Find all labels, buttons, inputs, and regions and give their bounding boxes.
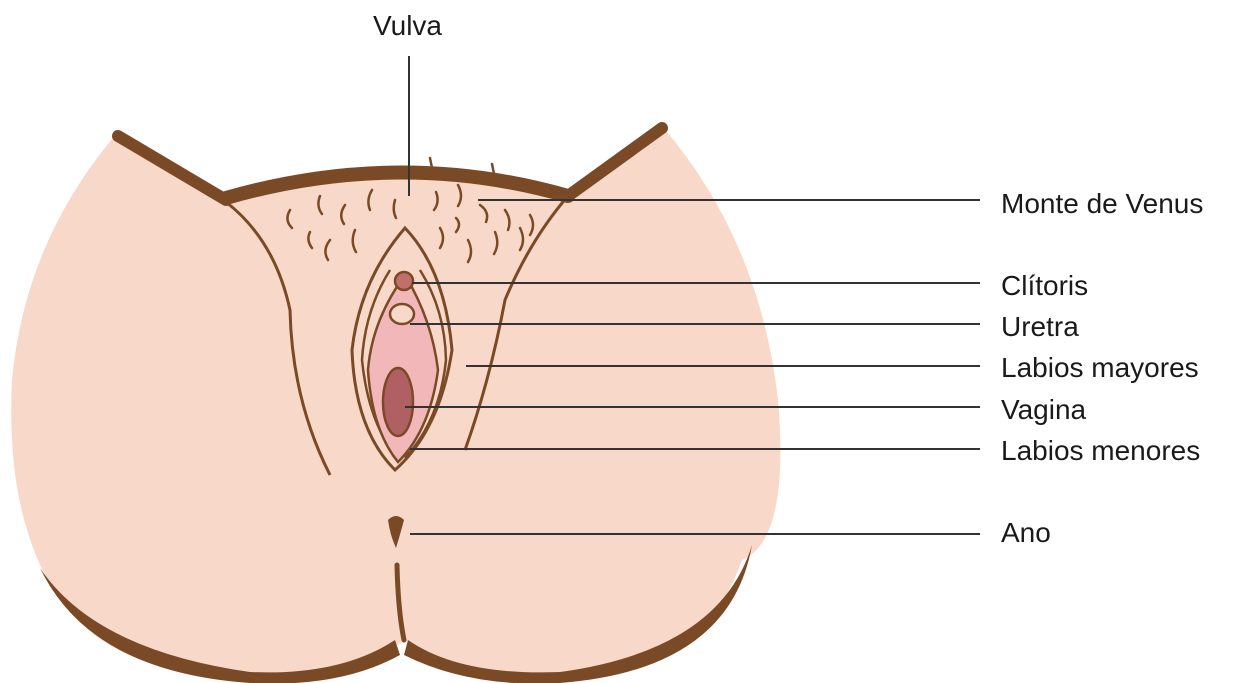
vagina-opening: [383, 368, 413, 436]
label-monte-de-venus: Monte de Venus: [1001, 190, 1203, 218]
label-vagina: Vagina: [1001, 396, 1086, 424]
label-labios-mayores: Labios mayores: [1001, 354, 1199, 382]
label-clitoris: Clítoris: [1001, 272, 1088, 300]
clitoris: [395, 272, 413, 290]
label-ano: Ano: [1001, 519, 1051, 547]
label-uretra: Uretra: [1001, 313, 1079, 341]
label-labios-menores: Labios menores: [1001, 437, 1200, 465]
label-vulva: Vulva: [373, 12, 442, 40]
urethra: [390, 304, 414, 324]
